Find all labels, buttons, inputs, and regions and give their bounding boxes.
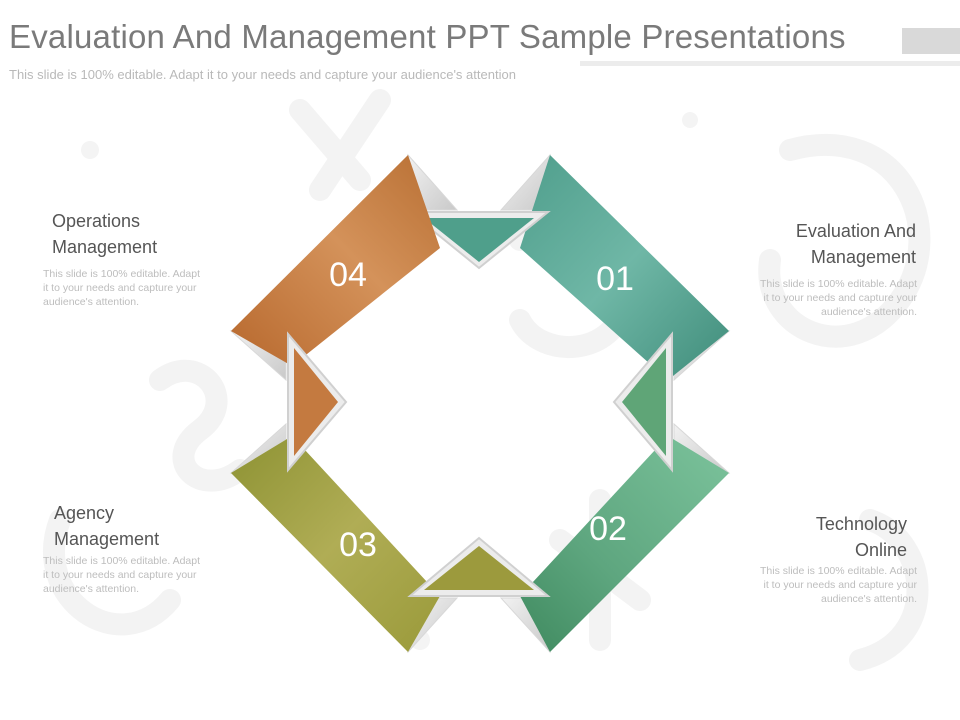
slide-title: Evaluation And Management PPT Sample Pre… [9,18,846,55]
callout-title-line: Technology [815,514,907,534]
segment-02-number: 02 [589,510,627,548]
title-accent-bar [902,28,960,54]
segment-03-number: 03 [339,526,377,564]
callout-desc-line: it to your needs and capture your [43,282,197,294]
callout-title-line: Operations [52,211,141,231]
callout-technology-title: Technology Online [816,511,907,563]
callout-evaluation-desc: This slide is 100% editable. Adapt it to… [760,277,917,319]
callout-operations-desc: This slide is 100% editable. Adapt it to… [43,267,200,309]
callout-title-line: Evaluation And [795,221,916,241]
segment-04-number: 04 [329,256,367,294]
callout-desc-line: audience's attention. [43,296,139,308]
callout-title-line: Management [54,529,160,549]
callout-desc-line: This slide is 100% editable. Adapt [43,555,201,567]
callout-operations-title: Operations Management [52,208,157,260]
callout-title-line: Online [854,540,907,560]
segment-01-number: 01 [596,260,634,298]
callout-desc-line: it to your needs and capture your [763,292,917,304]
segment-03: 03 [231,436,551,652]
segment-02: 02 [520,331,729,652]
title-rule [580,61,960,66]
segment-01: 01 [407,155,729,380]
callout-desc-line: This slide is 100% editable. Adapt [43,268,201,280]
segment-04: 04 [231,155,440,473]
slide-subtitle: This slide is 100% editable. Adapt it to… [9,67,516,82]
callout-title-line: Agency [54,503,115,523]
callout-desc-line: This slide is 100% editable. Adapt [759,565,917,577]
callout-title-line: Management [52,237,158,257]
callout-agency-desc: This slide is 100% editable. Adapt it to… [43,554,200,596]
callout-title-line: Management [810,247,916,267]
callout-desc-line: audience's attention. [43,583,139,595]
callout-evaluation-title: Evaluation And Management [796,218,916,270]
callout-technology-desc: This slide is 100% editable. Adapt it to… [760,564,917,606]
callout-desc-line: This slide is 100% editable. Adapt [759,278,917,290]
callout-desc-line: audience's attention. [821,593,917,605]
callout-desc-line: it to your needs and capture your [763,579,917,591]
callout-agency-title: Agency Management [54,500,159,552]
callout-desc-line: audience's attention. [821,306,917,318]
callout-desc-line: it to your needs and capture your [43,569,197,581]
